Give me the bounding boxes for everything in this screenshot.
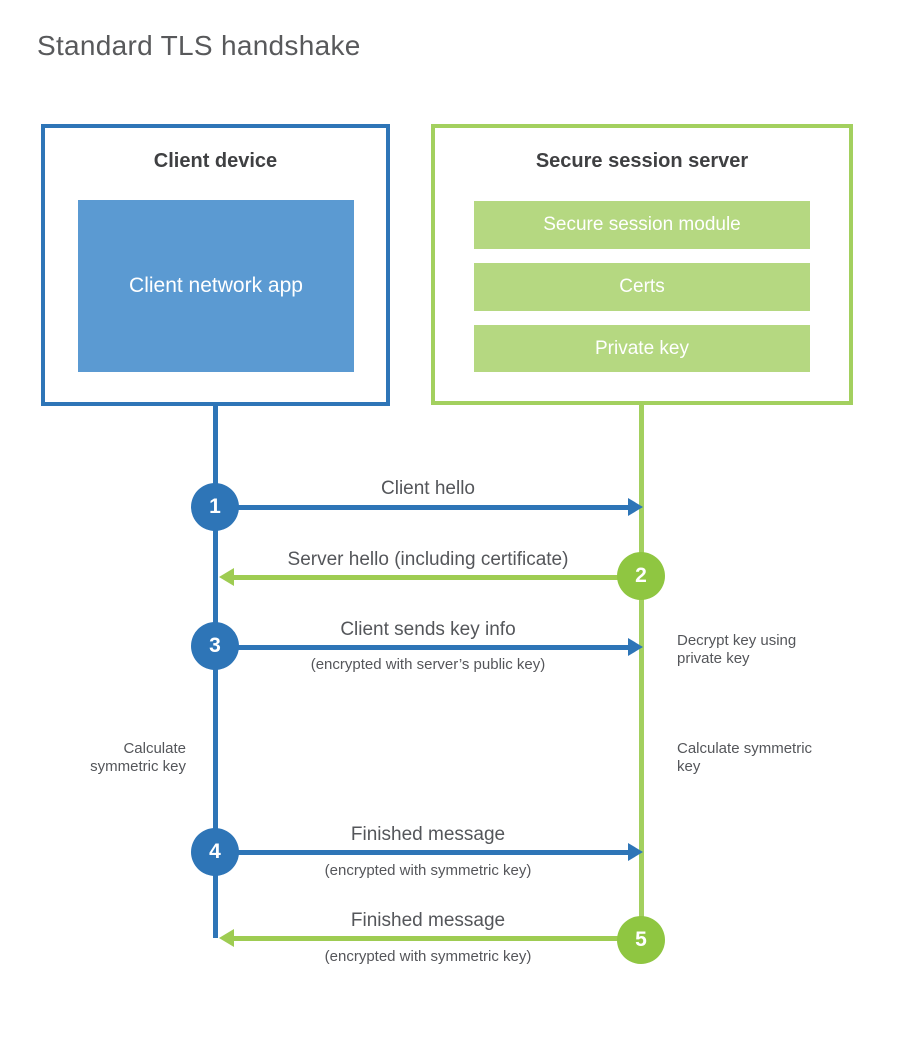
note-calculate-symmetric-key-client: Calculate symmetric key — [90, 740, 186, 775]
step1-arrowhead-right-icon — [628, 498, 643, 516]
step4-sublabel: (encrypted with symmetric key) — [324, 862, 532, 879]
step3-arrowhead-right-icon — [628, 638, 643, 656]
server-module-certs: Certs — [474, 263, 810, 311]
step5-label: Finished message — [350, 910, 506, 931]
client-device-title: Client device — [153, 150, 278, 172]
step5-arrow — [233, 936, 641, 941]
step3-circle: 3 — [191, 622, 239, 670]
step4-arrowhead-right-icon — [628, 843, 643, 861]
server-module-private-key: Private key — [474, 325, 810, 372]
step2-arrow — [233, 575, 641, 580]
server-module-secure-session: Secure session module — [474, 201, 810, 249]
step3-label: Client sends key info — [340, 619, 516, 640]
step3-arrow — [215, 645, 630, 650]
step5-sublabel: (encrypted with symmetric key) — [324, 948, 532, 965]
client-network-app-box: Client network app — [78, 200, 354, 372]
note-calculate-symmetric-key-server: Calculate symmetric key — [677, 740, 813, 775]
secure-session-server-title: Secure session server — [535, 150, 749, 172]
step1-label: Client hello — [381, 478, 475, 499]
server-lifeline — [639, 403, 644, 940]
step1-arrow — [215, 505, 630, 510]
step4-label: Finished message — [350, 824, 506, 845]
step1-circle: 1 — [191, 483, 239, 531]
step2-arrowhead-left-icon — [219, 568, 234, 586]
step5-circle: 5 — [617, 916, 665, 964]
step3-sublabel: (encrypted with server’s public key) — [310, 656, 546, 673]
step2-circle: 2 — [617, 552, 665, 600]
client-lifeline — [213, 404, 218, 938]
client-network-app-label: Client network app — [129, 273, 303, 297]
step4-circle: 4 — [191, 828, 239, 876]
page-title: Standard TLS handshake — [37, 30, 361, 61]
step4-arrow — [215, 850, 630, 855]
note-decrypt-key: Decrypt key using private key — [677, 632, 797, 667]
step5-arrowhead-left-icon — [219, 929, 234, 947]
step2-label: Server hello (including certificate) — [287, 549, 569, 570]
